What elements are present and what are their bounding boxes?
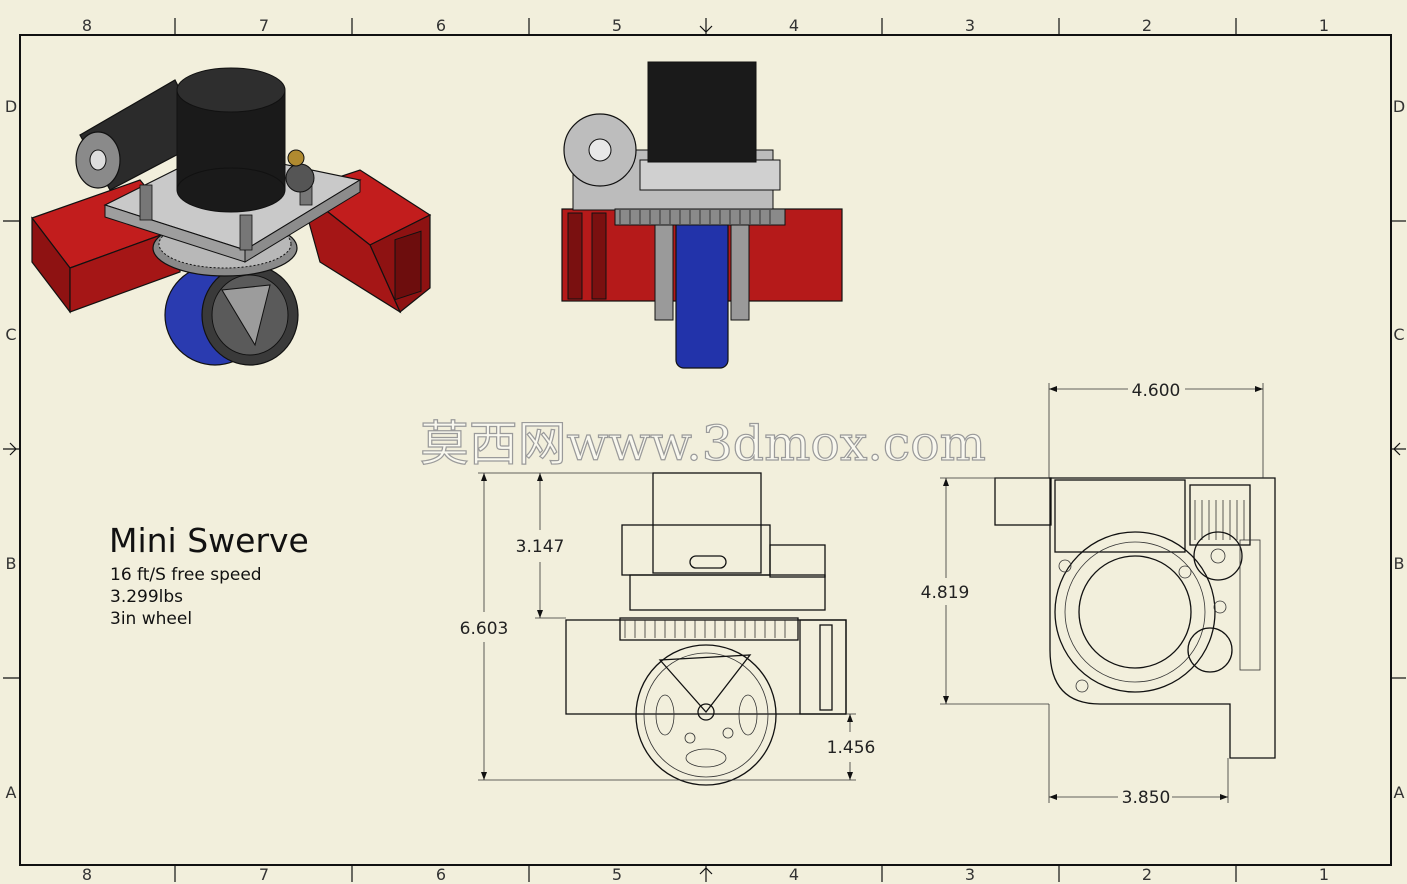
dim-side-total: 6.603 [460, 619, 509, 639]
watermark: 莫西网www.3dmox.com [420, 416, 986, 472]
col-label: 1 [1319, 16, 1329, 35]
dim-plan-height: 4.819 [921, 583, 970, 603]
col-label: 7 [259, 865, 269, 884]
row-labels-left: D C B A [5, 97, 17, 802]
row-label: A [1394, 783, 1405, 802]
title-block: Mini Swerve 16 ft/S free speed 3.299lbs … [109, 521, 309, 629]
col-label: 8 [82, 16, 92, 35]
dimension-arrows [481, 386, 1263, 800]
col-label: 6 [436, 865, 446, 884]
row-label: A [6, 783, 17, 802]
col-label: 6 [436, 16, 446, 35]
dimension-values: 4.600 3.850 4.819 3.147 6.603 1.456 [460, 381, 1181, 808]
column-labels-top: 8 7 6 5 4 3 2 1 [82, 16, 1329, 35]
drawing-title: Mini Swerve [109, 521, 309, 560]
row-label: C [5, 325, 16, 344]
dim-side-upper: 3.147 [516, 537, 565, 557]
dim-bottom-width: 3.850 [1122, 788, 1171, 808]
row-label: D [5, 97, 17, 116]
spec-wheel: 3in wheel [110, 609, 192, 629]
col-label: 2 [1142, 865, 1152, 884]
dim-side-lower: 1.456 [827, 738, 876, 758]
dimension-lines [478, 383, 1264, 803]
row-label: B [6, 554, 17, 573]
col-label: 3 [965, 865, 975, 884]
col-label: 3 [965, 16, 975, 35]
side-view [565, 472, 847, 786]
front-view [561, 61, 843, 369]
dim-top-width: 4.600 [1132, 381, 1181, 401]
zone-ticks [3, 18, 1406, 882]
row-label: D [1393, 97, 1405, 116]
col-label: 5 [612, 865, 622, 884]
row-label: C [1393, 325, 1404, 344]
col-label: 8 [82, 865, 92, 884]
isometric-view [31, 67, 432, 366]
row-labels-right: D C B A [1393, 97, 1405, 802]
col-label: 5 [612, 16, 622, 35]
col-label: 4 [789, 16, 799, 35]
row-label: B [1394, 554, 1405, 573]
col-label: 4 [789, 865, 799, 884]
spec-speed: 16 ft/S free speed [110, 565, 262, 585]
column-labels-bottom: 8 7 6 5 4 3 2 1 [82, 865, 1329, 884]
col-label: 7 [259, 16, 269, 35]
col-label: 1 [1319, 865, 1329, 884]
spec-weight: 3.299lbs [110, 587, 183, 607]
col-label: 2 [1142, 16, 1152, 35]
plan-view [994, 477, 1276, 759]
